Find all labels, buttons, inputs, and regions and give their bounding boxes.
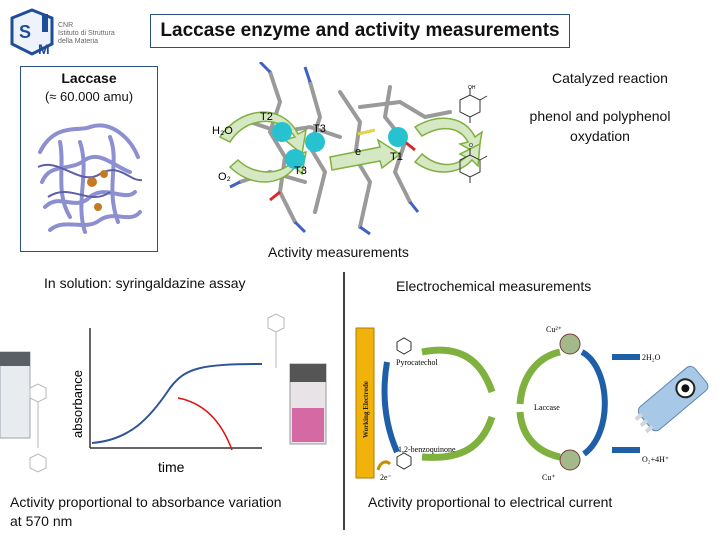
active-site-diagram: T2 T3 T3 T1 H₂O O₂ e — [212, 62, 484, 236]
page-title-text: Laccase enzyme and activity measurements — [160, 20, 560, 41]
solution-heading: In solution: syringaldazine assay — [44, 275, 246, 291]
logo-caption-line1: CNR — [58, 22, 74, 29]
cu1-label: Cu⁺ — [542, 473, 556, 482]
absorbance-curve — [91, 363, 263, 444]
logo-caption-line3: della Materia — [58, 38, 99, 45]
svg-text:S: S — [19, 22, 31, 42]
electron-label: e — [355, 146, 361, 158]
catalyzed-line2: oxydation — [570, 128, 630, 144]
t3-upper-label: T3 — [313, 123, 326, 135]
activity-heading: Activity measurements — [268, 244, 409, 260]
solution-caption: Activity proportional to absorbance vari… — [10, 493, 282, 531]
page-title: Laccase enzyme and activity measurements — [150, 14, 570, 48]
solution-caption-line1: Activity proportional to absorbance vari… — [10, 494, 282, 510]
o2-label: O₂ — [218, 171, 231, 183]
h2o-label: H₂O — [212, 125, 233, 137]
svg-text:OH: OH — [468, 85, 476, 91]
svg-text:M: M — [38, 41, 50, 57]
laccase-ribbon-image — [37, 123, 143, 234]
oxygen-label: O₂+4H⁺ — [642, 455, 669, 464]
cu2-label: Cu²⁺ — [546, 325, 562, 334]
t2-label: T2 — [260, 111, 273, 123]
absorbance-chart: absorbance time — [0, 313, 327, 475]
sensor-strip — [634, 365, 709, 434]
catalyzed-line1: phenol and polyphenol — [529, 108, 671, 124]
laccase-label: Laccase — [534, 403, 560, 412]
decay-curve — [177, 397, 233, 451]
logo-caption: CNR Istituto di Struttura della Materia — [58, 22, 115, 46]
t1-label: T1 — [390, 151, 403, 163]
svg-text:O: O — [469, 143, 473, 149]
y-axis-label: absorbance — [70, 370, 85, 438]
logo-caption-line2: Istituto di Struttura — [58, 30, 115, 37]
electrochemical-scheme: Working Electrode Pyrocatechol 1,2-benzo… — [355, 325, 669, 482]
laccase-mass: (≈ 60.000 amu) — [44, 89, 134, 104]
pyrocatechol-label: Pyrocatechol — [396, 358, 439, 367]
water-label: 2H₂O — [642, 353, 661, 362]
t3-lower-label: T3 — [294, 165, 307, 177]
ism-logo: S M — [10, 8, 54, 57]
laccase-box — [20, 66, 158, 252]
x-axis-label: time — [158, 459, 185, 475]
two-electron-label: 2e⁻ — [380, 473, 392, 482]
electrochem-caption: Activity proportional to electrical curr… — [368, 494, 613, 510]
phenol-structures: OH O — [459, 85, 488, 183]
catalyzed-heading: Catalyzed reaction — [552, 70, 668, 86]
electrochem-heading: Electrochemical measurements — [396, 278, 592, 294]
benzoquinone-label: 1,2-benzoquinone — [398, 445, 456, 454]
solution-caption-line2: at 570 nm — [10, 513, 73, 529]
laccase-title: Laccase — [61, 70, 117, 86]
electrode-label: Working Electrode — [362, 381, 370, 438]
